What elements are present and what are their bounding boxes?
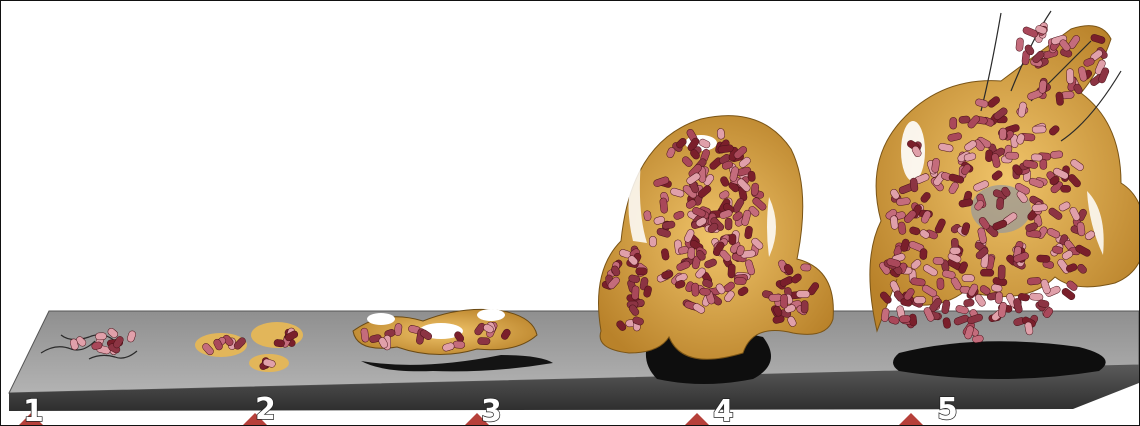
bacterium: [1031, 154, 1043, 162]
bacterium: [274, 339, 285, 347]
bacterium: [796, 291, 810, 298]
bacterium: [649, 236, 656, 247]
bacterium: [937, 278, 944, 290]
bacterium: [1016, 38, 1024, 52]
bacterium: [995, 292, 1003, 304]
stage-1-label: 1: [23, 394, 44, 425]
bacterium: [1032, 126, 1046, 133]
bacterium: [725, 218, 732, 230]
bacterium: [1027, 277, 1041, 285]
bacterium: [933, 257, 945, 265]
bacterium: [1036, 255, 1050, 263]
bacterium: [751, 183, 759, 196]
bacterium: [996, 197, 1004, 210]
bacterium: [801, 300, 808, 313]
bacterium: [1032, 204, 1048, 212]
bacterium: [899, 315, 911, 323]
bacterium: [1060, 185, 1070, 192]
stage-5-label: 5: [937, 392, 958, 425]
bacterium: [643, 210, 651, 221]
bacterium: [636, 268, 648, 275]
stage-5-marker: [897, 413, 925, 425]
bacterium: [692, 283, 700, 297]
bacterium: [950, 247, 961, 254]
bacterium: [1066, 68, 1074, 83]
bacterium: [699, 288, 710, 296]
bacterium: [1005, 152, 1018, 159]
bacterium: [477, 337, 490, 344]
stage-4-marker: [683, 413, 711, 425]
bacterium: [999, 128, 1007, 140]
bacterium: [734, 277, 746, 285]
bacterium: [1050, 151, 1063, 159]
bacterium: [688, 247, 696, 259]
stage-3-label: 3: [481, 394, 502, 425]
bacterium: [962, 275, 975, 282]
bacterium: [748, 171, 756, 182]
bacterium: [950, 117, 957, 129]
bacterium: [769, 294, 783, 302]
bacterium: [780, 294, 787, 308]
bacterium: [1039, 80, 1048, 94]
bacterium: [800, 264, 811, 272]
bacterium: [95, 333, 106, 340]
bacterium: [914, 297, 926, 304]
bacterium: [963, 299, 974, 307]
bacterium: [632, 286, 640, 300]
bacterium: [728, 264, 736, 278]
bacterium: [980, 269, 994, 276]
bacterium: [717, 128, 725, 139]
bacterium: [910, 178, 919, 193]
bacterium: [453, 341, 465, 349]
bacterium: [729, 234, 736, 245]
bacterium: [920, 248, 928, 259]
bacterium: [890, 215, 898, 229]
bacterium: [659, 198, 668, 214]
bacterium: [1055, 92, 1064, 106]
stage-2-label: 2: [255, 392, 276, 425]
stage-4-label: 4: [713, 394, 734, 425]
bacterium: [998, 265, 1005, 280]
